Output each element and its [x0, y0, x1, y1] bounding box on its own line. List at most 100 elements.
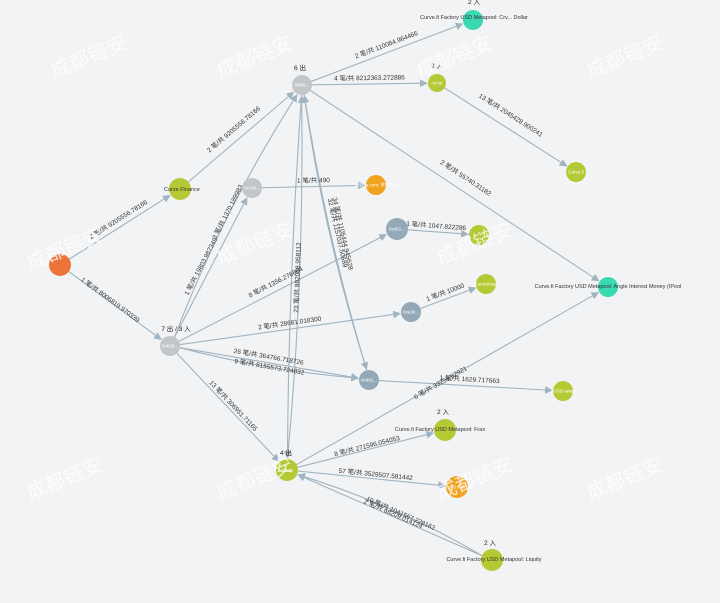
node-n_curve_factory_crv_dollar[interactable]: Curve.fi Factory USD Metapool: Crv... Do… [420, 0, 528, 30]
node-flow-count: 2 入 [468, 0, 480, 6]
node-n_source[interactable] [49, 254, 71, 276]
edge-n_top_hub-to-n_curve_factory_crv_dollar[interactable] [311, 22, 464, 82]
edge-label: 10 笔/共 1041567.228162 [365, 494, 437, 532]
node-n_curve_factory_liquity[interactable]: Curve.fi Factory USD Metapool: Liquity2 … [446, 540, 542, 571]
node-address: 0x78d... [244, 186, 260, 191]
node-n_bluegray_mid[interactable]: 0xa36... [401, 302, 421, 322]
edge-label: 1 笔/共 490 [297, 175, 330, 185]
node-n_green_right2[interactable]: CurveSwap [474, 274, 498, 294]
node-circle[interactable] [359, 370, 379, 390]
edge-n_hub_left-to-n_bluegray_lower[interactable] [179, 347, 359, 382]
node-n_orange_bottom[interactable]: 0x8...alk [446, 476, 468, 498]
node-label: Curve Finance [164, 187, 200, 193]
node-circle[interactable] [476, 274, 496, 294]
edge-n_bluegray_mid-to-n_green_right2[interactable] [420, 286, 477, 310]
node-circle[interactable] [598, 277, 618, 297]
node-circle[interactable] [160, 336, 180, 356]
node-circle[interactable] [481, 549, 503, 571]
node-n_hub_left[interactable]: 0x6d9...7 出 / 3 入 [160, 324, 191, 356]
node-n_orange_mid[interactable]: 0xf1f1a.com: 黑客地址 [353, 175, 399, 195]
edge-n_hub_bottom-to-n_top_hub[interactable] [286, 95, 306, 460]
edge-n_top_hub-to-n_curve_factory_anglo[interactable] [310, 90, 600, 282]
edge-n_hub_left-to-n_gray_mid[interactable] [174, 197, 248, 338]
edge-n_hub_bottom-to-n_orange_bottom[interactable] [297, 470, 446, 489]
watermark-text: 成都链安 [583, 452, 666, 504]
node-circle[interactable] [434, 419, 456, 441]
edge-label: 2 笔/共 55740.31182 [439, 157, 494, 198]
node-circle[interactable] [553, 381, 573, 401]
edge-n_gray_mid-to-n_orange_mid[interactable] [261, 181, 366, 190]
edges-layer [68, 22, 600, 557]
node-n_green_upper_right[interactable] [469, 225, 489, 245]
edge-label: 8 笔/共 271596.054053 [333, 433, 401, 458]
node-circle[interactable] [276, 459, 298, 481]
node-address: Curve.fi [568, 170, 584, 175]
node-circle[interactable] [566, 162, 586, 182]
node-circle[interactable] [463, 10, 483, 30]
edge-label: 13 笔/共 306951.71165 [207, 378, 260, 433]
edge-n_curve_finance-to-n_top_hub[interactable] [188, 91, 295, 183]
node-n_curve_bottom_right[interactable]: Curve.fi [566, 162, 586, 182]
node-n_bluegray_upper[interactable]: 0xd61... [386, 218, 408, 240]
edge-label: 23 笔/共 882058.958112 [291, 242, 303, 313]
watermark-text: 成都链安 [213, 30, 296, 82]
node-circle[interactable] [469, 225, 489, 245]
node-address: 0xd61... [389, 227, 405, 232]
edge-n_hub_left-to-n_bluegray_upper[interactable] [178, 234, 388, 342]
node-circle[interactable] [366, 175, 386, 195]
node-flow-count: 4 出 [280, 448, 292, 457]
edge-n_bluegray_lower-to-n_green_far_right[interactable] [378, 380, 553, 394]
node-n_gray_mid[interactable]: 0x78d... [242, 178, 262, 198]
watermark-text: 成都链安 [433, 452, 516, 504]
edge-n_top_hub-to-n_hub_bottom[interactable] [283, 94, 303, 459]
node-n_curve_factory_anglo[interactable]: Curve.fi Factory USD Metapool: Angle Int… [535, 277, 682, 297]
watermark-layer: 成都链安成都链安成都链安成都链安成都链安成都链安成都链安成都链安成都链安成都链安… [23, 30, 666, 504]
watermark-text: 成都链安 [213, 452, 296, 504]
edge-n_hub_bottom-to-n_curve_factory_anglo[interactable] [296, 291, 600, 466]
edge-label: 2 笔/共 9205556.78166 [205, 104, 262, 155]
edge-n_hub_bottom-to-n_curve_factory_frax[interactable] [297, 430, 435, 468]
node-address: 0xa36... [403, 310, 419, 315]
node-address: 0xf89... [295, 83, 310, 88]
watermark-text: 成都链安 [583, 30, 666, 82]
node-n_bluegray_lower[interactable]: 0xd81... [359, 370, 379, 390]
edge-n_curve_small-to-n_curve_bottom_right[interactable] [444, 87, 568, 167]
edge-n_top_hub-to-n_curve_small[interactable] [311, 79, 428, 88]
edge-n_hub_left-to-n_bluegray_lower[interactable] [179, 347, 359, 381]
node-label: Curve.fi Factory USD Metapool: Angle Int… [535, 284, 682, 290]
edge-n_source-to-n_curve_finance[interactable] [68, 194, 171, 260]
node-circle[interactable] [446, 476, 468, 498]
node-circle[interactable] [386, 218, 408, 240]
node-address: 0x6d9... [162, 344, 178, 349]
node-address: 0xf1f1a.com: 黑客地址 [353, 182, 399, 189]
node-address: dUSD swap [551, 389, 575, 394]
edge-n_hub_left-to-n_top_hub[interactable] [173, 94, 298, 338]
node-n_curve_finance[interactable]: Curve Finance [164, 178, 200, 200]
node-address: 0x8...alk [449, 485, 467, 490]
edge-n_bluegray_upper-to-n_green_upper_right[interactable] [407, 229, 469, 238]
node-circle[interactable] [169, 178, 191, 200]
edge-n_curve_factory_liquity-to-n_hub_bottom[interactable] [297, 474, 483, 557]
node-flow-count: 2 入 [437, 409, 449, 416]
edge-n_source-to-n_hub_left[interactable] [68, 271, 162, 340]
edge-label: 4 笔/共 8212363.272886 [334, 72, 405, 82]
node-circle[interactable] [401, 302, 421, 322]
node-circle[interactable] [428, 74, 446, 92]
node-circle[interactable] [242, 178, 262, 198]
edge-n_bluegray_lower-to-n_top_hub[interactable] [301, 94, 368, 371]
edge-n_curve_factory_liquity-to-n_hub_bottom[interactable] [297, 473, 483, 557]
edge-label: 2 笔/共 68209.014124 [362, 497, 424, 531]
watermark-text: 成都链安 [47, 30, 130, 82]
node-n_green_far_right[interactable]: dUSD swap [551, 381, 575, 401]
node-circle[interactable] [49, 254, 71, 276]
edge-n_hub_left-to-n_hub_bottom[interactable] [176, 352, 280, 462]
node-n_top_hub[interactable]: 0xf89... 6 出 [292, 63, 312, 95]
node-circle[interactable] [292, 75, 312, 95]
node-flow-count: 6 出 [294, 63, 306, 72]
